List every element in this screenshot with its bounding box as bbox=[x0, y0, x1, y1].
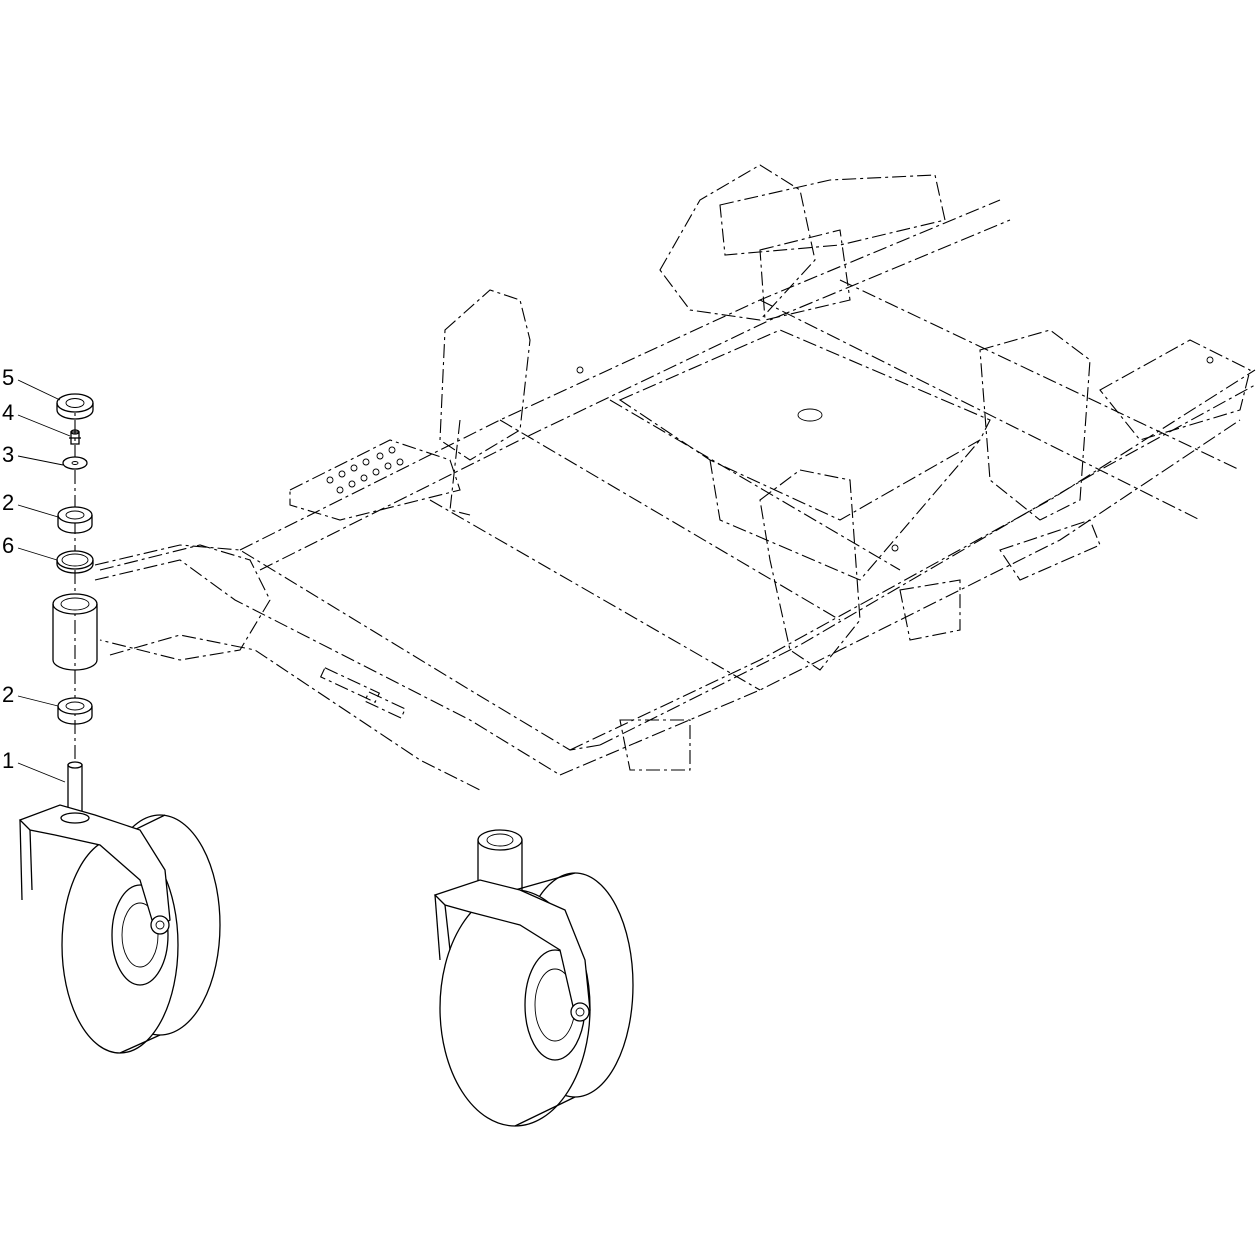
callout-2-upper: 2 bbox=[2, 490, 14, 515]
callout-2-lower: 2 bbox=[2, 682, 14, 707]
part-2-bearing-upper bbox=[57, 506, 93, 534]
part-1-caster-wheel-assembly bbox=[18, 761, 221, 1054]
callout-4: 4 bbox=[2, 400, 14, 425]
exploded-parts-stack bbox=[52, 393, 98, 795]
caster-housing bbox=[52, 593, 98, 671]
part-3-washer bbox=[62, 456, 88, 470]
part-6-seal bbox=[56, 550, 94, 574]
part-5-dust-cap bbox=[56, 393, 94, 420]
callout-3: 3 bbox=[2, 442, 14, 467]
part-2-bearing-lower bbox=[57, 697, 93, 725]
callout-6: 6 bbox=[2, 533, 14, 558]
callout-5: 5 bbox=[2, 365, 14, 390]
callout-labels: 5 4 3 2 6 2 1 bbox=[2, 365, 14, 773]
right-caster-wheel bbox=[433, 829, 634, 1127]
part-4-grease-fitting bbox=[69, 429, 81, 445]
mower-frame bbox=[94, 164, 1256, 791]
leader-lines bbox=[17, 379, 71, 783]
callout-1: 1 bbox=[2, 748, 14, 773]
